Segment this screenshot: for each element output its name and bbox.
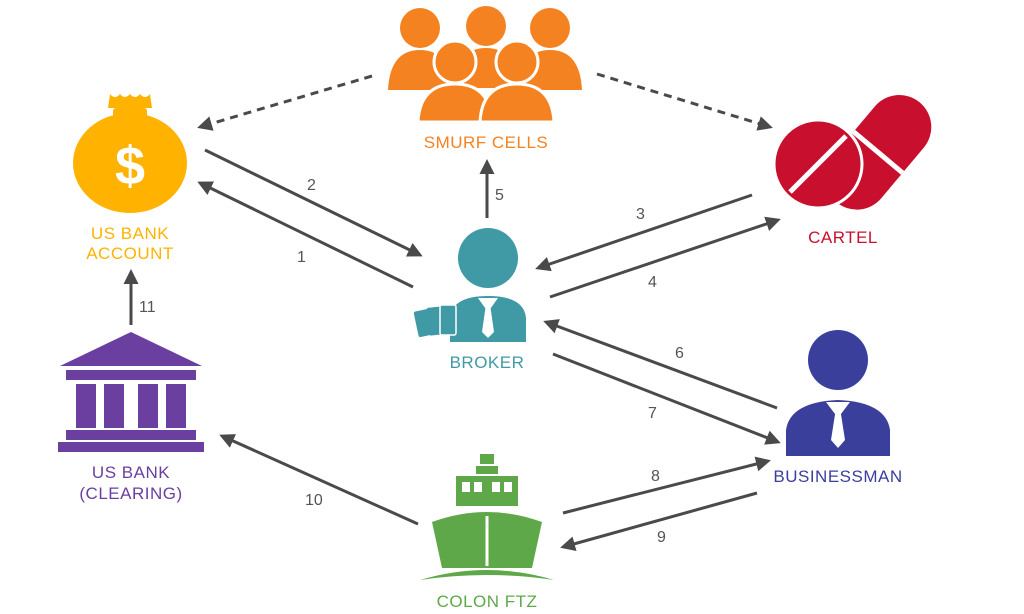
arrow-3 — [535, 193, 753, 272]
node-label-cartel: CARTEL — [808, 228, 878, 247]
edge-label-1: 1 — [297, 249, 306, 266]
arrow-2 — [204, 148, 423, 257]
edge-label-7: 7 — [648, 405, 657, 422]
node-label-businessman: BUSINESSMAN — [773, 467, 902, 486]
node-label-clearing-line2: (CLEARING) — [79, 484, 182, 503]
edge-label-9: 9 — [657, 529, 666, 546]
node-us-bank-account: $ US BANK ACCOUNT — [73, 94, 187, 263]
edge-label-10: 10 — [305, 492, 323, 509]
ship-icon — [420, 454, 554, 580]
pills-icon — [772, 95, 932, 210]
node-businessman: BUSINESSMAN — [773, 330, 902, 486]
edge-label-11: 11 — [139, 299, 156, 316]
edge-label-4: 4 — [648, 274, 657, 291]
arrow-10 — [219, 434, 419, 526]
edge-label-5: 5 — [495, 187, 504, 204]
node-label-bank-account-line1: US BANK — [91, 224, 169, 243]
arrow-8 — [562, 456, 771, 515]
node-label-smurf-cells: SMURF CELLS — [424, 133, 549, 152]
arrow-4 — [549, 216, 781, 299]
node-colon-ftz: COLON FTZ — [420, 454, 554, 611]
node-label-clearing-line1: US BANK — [92, 463, 170, 482]
edge-label-8: 8 — [651, 468, 660, 485]
node-smurf-cells: SMURF CELLS — [388, 6, 582, 152]
dashed-arrow-smurf-to-bank — [197, 74, 373, 131]
node-cartel: CARTEL — [772, 95, 932, 247]
edge-label-2: 2 — [307, 177, 316, 194]
broker-person-icon — [413, 228, 526, 342]
edge-label-6: 6 — [675, 345, 684, 362]
node-label-colon-ftz: COLON FTZ — [437, 592, 538, 611]
node-us-bank-clearing: US BANK (CLEARING) — [58, 332, 204, 503]
dollar-symbol: $ — [115, 136, 145, 196]
group-people-icon — [388, 6, 582, 124]
arrow-1 — [197, 181, 414, 289]
node-label-broker: BROKER — [450, 353, 525, 372]
node-broker: BROKER — [413, 228, 526, 372]
money-bag-icon: $ — [73, 94, 187, 213]
arrow-7 — [552, 352, 781, 445]
arrow-9 — [560, 491, 758, 552]
edge-labels: 1 2 3 4 5 6 7 8 9 10 11 — [139, 177, 684, 546]
dashed-arrow-smurf-to-cartel — [596, 72, 773, 131]
node-label-bank-account-line2: ACCOUNT — [86, 244, 174, 263]
edge-label-3: 3 — [636, 206, 645, 223]
bank-building-icon — [58, 332, 204, 452]
businessman-icon — [786, 330, 890, 456]
arrows — [123, 72, 781, 552]
arrow-6 — [543, 319, 778, 410]
